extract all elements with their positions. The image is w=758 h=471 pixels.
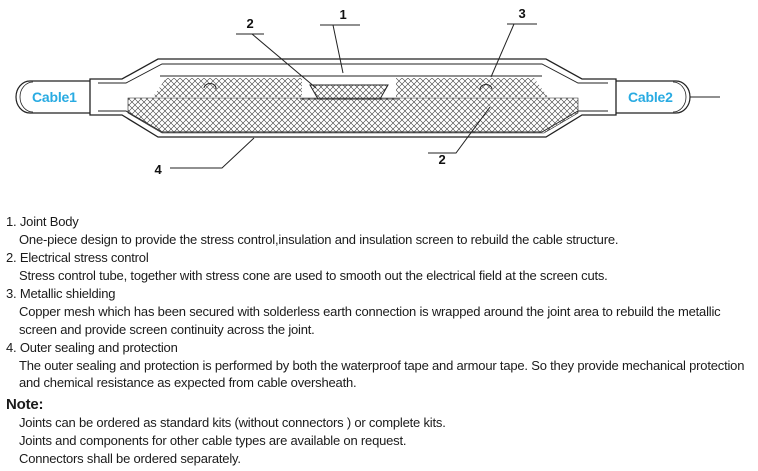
- legend-item-1-number: 1.: [6, 214, 17, 229]
- crosshatch-left-wedge: [153, 78, 302, 97]
- legend-item-4-name: Outer sealing and protection: [19, 339, 178, 355]
- legend-item-3-description: Copper mesh which has been secured with …: [19, 303, 721, 337]
- note-line-3: Connectors shall be ordered separately.: [19, 451, 241, 467]
- legend-item-3: 3. Metallic shielding Copper mesh which …: [6, 285, 750, 339]
- legend-item-4-number: 4.: [6, 339, 17, 355]
- callout-stress-control-bottom: 2: [428, 106, 491, 167]
- legend-item-3-title: 3. Metallic shielding: [6, 285, 750, 303]
- left-stress-cone-hook: [203, 83, 217, 90]
- note-line-2: Joints and components for other cable ty…: [19, 433, 407, 449]
- legend-item-1-name: Joint Body: [19, 214, 79, 229]
- cable2-label: Cable2: [628, 89, 673, 105]
- armour-crosshatch-band: [127, 97, 579, 134]
- legend-item-2-title: 2. Electrical stress control: [6, 249, 750, 267]
- legend-item-1: 1. Joint Body One-piece design to provid…: [6, 213, 750, 249]
- callout-number-3: 3: [518, 6, 525, 21]
- legend-item-3-name: Metallic shielding: [19, 285, 116, 301]
- legend-item-2-number: 2.: [6, 249, 17, 265]
- legend-item-2-name: Electrical stress control: [19, 249, 149, 265]
- legend-item-4-description: The outer sealing and protection is perf…: [19, 357, 745, 391]
- callout-metallic-shielding: 3: [490, 6, 537, 78]
- legend-item-1-title: 1. Joint Body: [6, 213, 750, 231]
- callout-number-2-top: 2: [246, 16, 253, 31]
- cable-joint-diagram: Cable1 Cable2 1 2 3 4: [15, 6, 720, 177]
- callout-outer-sealing: 4: [154, 137, 255, 177]
- legend-item-2: 2. Electrical stress control Stress cont…: [6, 249, 750, 285]
- callout-number-1: 1: [339, 7, 346, 22]
- joint-diagram-area: Cable1 Cable2 1 2 3 4: [0, 0, 758, 205]
- legend: 1. Joint Body One-piece design to provid…: [0, 205, 758, 392]
- note-title: Note:: [6, 396, 44, 414]
- right-cable: [616, 80, 691, 114]
- left-cable: [15, 80, 90, 114]
- legend-item-3-number: 3.: [6, 285, 17, 301]
- connector: [300, 84, 398, 100]
- legend-item-2-description: Stress control tube, together with stres…: [19, 267, 608, 283]
- joint-inner-layer-top: [98, 63, 608, 84]
- legend-item-1-description: One-piece design to provide the stress c…: [19, 231, 619, 247]
- note-section: Note: Joints can be ordered as standard …: [0, 392, 758, 468]
- callout-stress-control-top: 2: [236, 16, 317, 89]
- right-stress-cone-hook: [479, 84, 493, 91]
- callout-number-2-bottom: 2: [438, 152, 445, 167]
- callout-number-4: 4: [154, 162, 162, 177]
- cable1-label: Cable1: [32, 89, 77, 105]
- callout-joint-body: 1: [320, 7, 360, 74]
- crosshatch-right-wedge: [396, 78, 548, 97]
- note-line-1: Joints can be ordered as standard kits (…: [19, 415, 446, 431]
- legend-item-4-title: 4. Outer sealing and protection: [6, 339, 750, 357]
- legend-item-4: 4. Outer sealing and protection The oute…: [6, 339, 750, 393]
